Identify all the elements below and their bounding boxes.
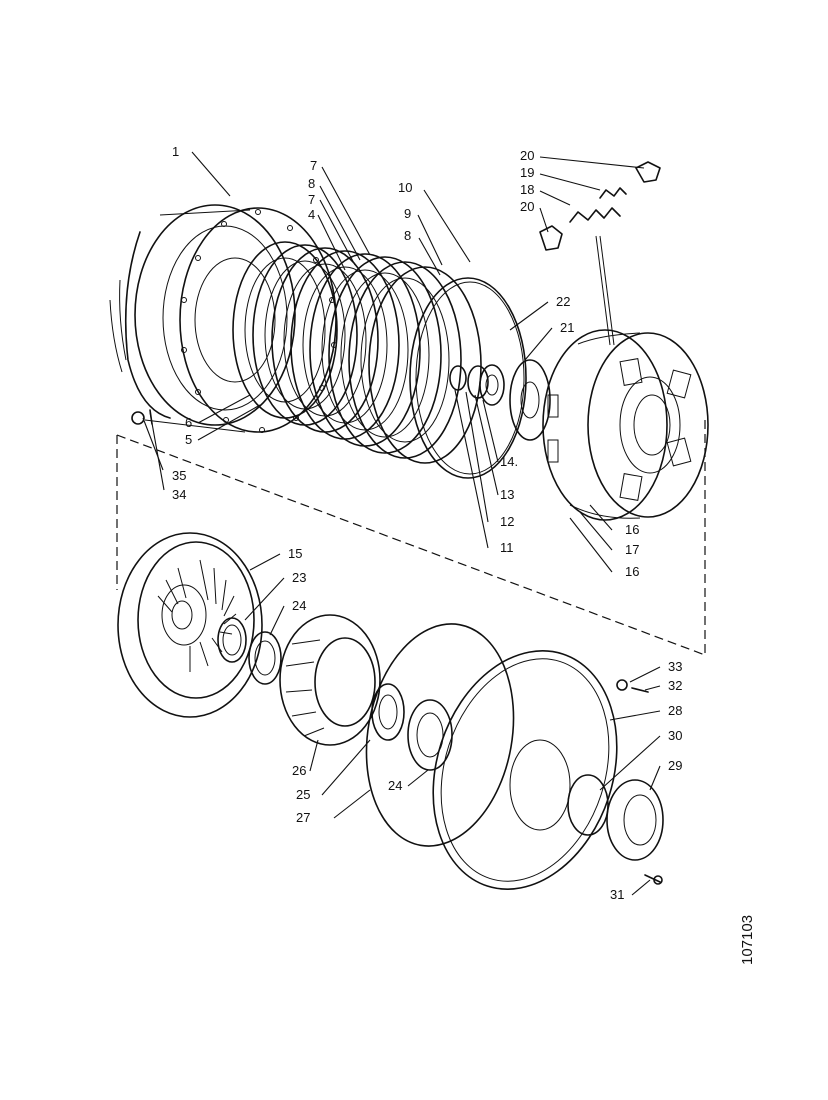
callout-1: 1 (172, 144, 179, 159)
callout-13: 13 (500, 487, 514, 502)
callout-8a: 8 (308, 176, 315, 191)
callout-24a: 24 (292, 598, 306, 613)
callout-12: 12 (500, 514, 514, 529)
callout-20b: 20 (520, 199, 534, 214)
callout-29: 29 (668, 758, 682, 773)
pump-hub-part-29 (606, 779, 664, 861)
callout-4: 4 (308, 207, 315, 222)
callout-18: 18 (520, 182, 534, 197)
callout-23: 23 (292, 570, 306, 585)
callout-6: 6 (185, 415, 192, 430)
callout-8b: 8 (404, 228, 411, 243)
leader-lines (142, 151, 661, 896)
figure-number: 107103 (739, 915, 756, 965)
callout-20a: 20 (520, 148, 534, 163)
callout-35: 35 (172, 468, 186, 483)
callout-26: 26 (292, 763, 306, 778)
housing-drum-part-1 (109, 204, 337, 433)
stator-part-26 (279, 614, 381, 746)
callout-15: 15 (288, 546, 302, 561)
callout-9: 9 (404, 206, 411, 221)
callout-24b: 24 (388, 778, 402, 793)
alignment-lines (116, 420, 706, 656)
callout-22: 22 (556, 294, 570, 309)
fasteners-parts-31-33 (616, 679, 663, 885)
clutch-disc-stack (232, 241, 482, 464)
callout-labels: 1 7 8 7 4 10 9 8 20 19 18 20 22 21 6 5 3… (172, 144, 682, 902)
bearing-part-24-lower (407, 699, 453, 771)
callout-27: 27 (296, 810, 310, 825)
callout-30: 30 (668, 728, 682, 743)
spring-assembly-parts-18-20 (539, 161, 661, 346)
callout-14: 14. (500, 454, 518, 469)
callout-32: 32 (668, 678, 682, 693)
o-ring-part-10 (409, 277, 527, 479)
callout-10: 10 (398, 180, 412, 195)
callout-11: 11 (500, 540, 514, 555)
callout-17: 17 (625, 542, 639, 557)
cover-part-28 (432, 650, 618, 890)
callout-25: 25 (296, 787, 310, 802)
callout-28: 28 (668, 703, 682, 718)
callout-7a: 7 (310, 158, 317, 173)
callout-31: 31 (610, 887, 624, 902)
gear-carrier-parts-16-17 (542, 329, 709, 521)
bolt-parts-34-35 (131, 409, 153, 425)
bearing-set-parts-11-14 (449, 364, 505, 406)
seal-rings-parts-23-24 (217, 617, 282, 685)
callout-19: 19 (520, 165, 534, 180)
o-ring-part-30 (567, 774, 609, 836)
callout-21: 21 (560, 320, 574, 335)
callout-16a: 16 (625, 522, 639, 537)
turbine-part-15 (117, 532, 263, 718)
callout-5: 5 (185, 432, 192, 447)
callout-33: 33 (668, 659, 682, 674)
callout-7b: 7 (308, 192, 315, 207)
plate-part-21 (509, 359, 551, 441)
callout-16b: 16 (625, 564, 639, 579)
callout-34: 34 (172, 487, 186, 502)
o-ring-part-27 (365, 623, 515, 847)
